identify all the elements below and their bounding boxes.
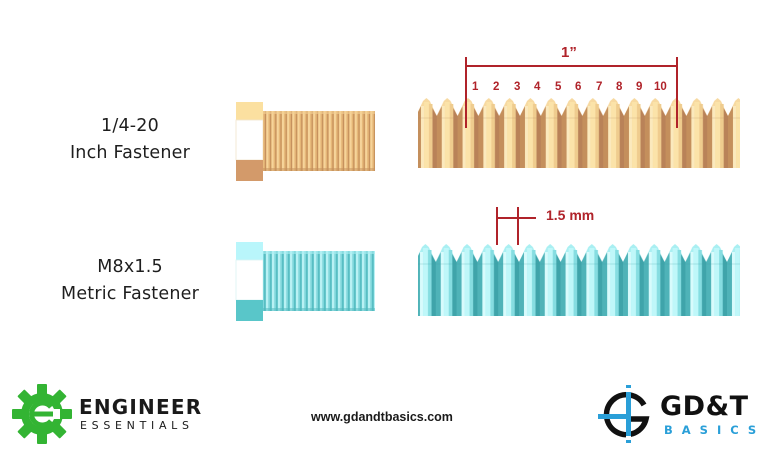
metric-bolt-illustration bbox=[235, 242, 375, 321]
inch-fastener-name: Inch Fastener bbox=[69, 143, 191, 163]
inch-fastener-spec: 1/4-20 bbox=[101, 116, 159, 136]
website-url[interactable]: www.gdandtbasics.com bbox=[311, 410, 453, 424]
thread-count-4: 4 bbox=[534, 81, 541, 93]
thread-count-6: 6 bbox=[575, 81, 582, 93]
metric-fastener-spec: M8x1.5 bbox=[97, 257, 163, 277]
thread-count-labels: 1 2 3 4 5 6 7 8 9 10 bbox=[466, 81, 676, 97]
engineer-essentials-subtitle: ESSENTIALS bbox=[80, 419, 194, 432]
thread-count-8: 8 bbox=[616, 81, 623, 93]
metric-thread-closeup bbox=[418, 244, 740, 316]
inch-thread-closeup bbox=[418, 98, 740, 168]
metric-fastener-name: Metric Fastener bbox=[61, 284, 199, 304]
inch-fastener-label: 1/4-20 Inch Fastener bbox=[50, 113, 210, 167]
crosshair-g-icon bbox=[598, 385, 650, 443]
inch-dimension-label: 1” bbox=[561, 44, 577, 61]
thread-count-7: 7 bbox=[596, 81, 603, 93]
gdt-basics-wordmark: GD&T bbox=[660, 391, 749, 422]
metric-fastener-label: M8x1.5 Metric Fastener bbox=[40, 254, 220, 308]
engineer-essentials-wordmark: ENGINEER bbox=[79, 395, 203, 419]
inch-dimension-bracket bbox=[465, 57, 678, 128]
thread-count-1: 1 bbox=[472, 81, 479, 93]
thread-count-5: 5 bbox=[555, 81, 562, 93]
metric-pitch-label: 1.5 mm bbox=[546, 207, 595, 223]
metric-pitch-dimension bbox=[496, 207, 536, 245]
thread-count-10: 10 bbox=[654, 81, 667, 93]
inch-bolt-illustration bbox=[235, 102, 375, 181]
thread-count-9: 9 bbox=[636, 81, 643, 93]
thread-count-3: 3 bbox=[514, 81, 521, 93]
gdt-basics-subtitle: BASICS bbox=[664, 423, 766, 437]
thread-count-2: 2 bbox=[493, 81, 500, 93]
gear-wrench-icon bbox=[12, 384, 72, 444]
